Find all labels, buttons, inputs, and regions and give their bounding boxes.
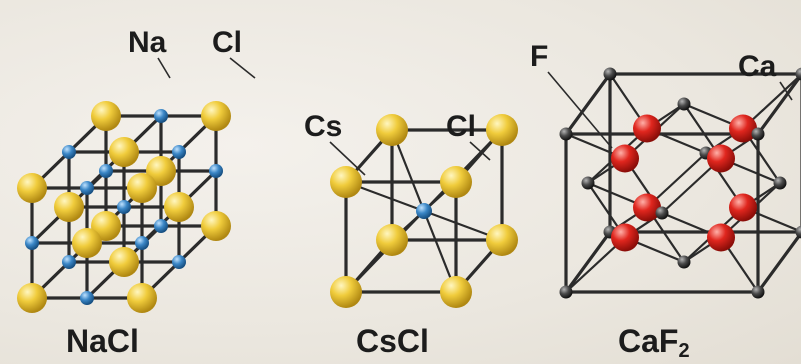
cs-pointer-line	[329, 141, 366, 176]
f-atom	[633, 114, 661, 143]
na-atom	[80, 291, 94, 305]
cl-atom-cscl	[376, 224, 408, 256]
cl-atom-nacl	[91, 101, 121, 131]
na-atom	[172, 145, 186, 159]
caf2-caption-subscript: 2	[678, 340, 689, 362]
cl-atom-cscl	[486, 224, 518, 256]
f-atom	[729, 193, 757, 222]
cl-atom-cscl	[330, 166, 362, 198]
na-pointer-line	[157, 57, 171, 79]
cl-pointer-line-cscl	[469, 141, 491, 161]
cl-atom-nacl	[127, 173, 157, 203]
ca-atom	[751, 127, 765, 141]
na-label: Na	[128, 26, 167, 59]
f-atom	[707, 144, 735, 173]
cl-atom-cscl	[486, 114, 518, 146]
cl-atom-nacl	[201, 211, 231, 241]
na-atom	[99, 164, 113, 178]
na-atom	[117, 200, 131, 214]
na-atom	[25, 236, 39, 250]
na-atom	[154, 219, 168, 233]
f-atom	[633, 193, 661, 222]
cl-atom-nacl	[54, 192, 84, 222]
cl-atom-nacl	[164, 192, 194, 222]
cl-atom-cscl	[330, 276, 362, 308]
f-atom	[611, 144, 639, 173]
na-atom	[80, 181, 94, 195]
ca-atom	[559, 285, 573, 299]
nacl-lattice	[17, 101, 231, 313]
cl-atom-nacl	[127, 283, 157, 313]
ca-atom	[677, 255, 691, 269]
ca-label: Ca	[738, 50, 777, 83]
ca-atom	[655, 206, 669, 220]
ca-atom	[773, 176, 787, 190]
cs-label: Cs	[304, 110, 342, 143]
f-label: F	[530, 40, 548, 73]
cscl-caption: CsCl	[356, 323, 429, 359]
cl-atom-nacl	[17, 173, 47, 203]
ca-atom	[677, 97, 691, 111]
cube-edge	[756, 230, 801, 294]
cl-pointer-line-nacl	[229, 57, 256, 79]
cube-edge	[564, 72, 612, 136]
cscl-lattice	[330, 114, 518, 308]
cube-edge	[756, 72, 801, 136]
cl-label-cscl: Cl	[446, 110, 476, 143]
cl-atom-nacl	[72, 228, 102, 258]
cube-edge	[564, 230, 612, 294]
cl-atom-cscl	[440, 276, 472, 308]
f-atom	[611, 223, 639, 252]
na-atom	[62, 145, 76, 159]
f-atom	[707, 223, 735, 252]
cl-atom-nacl	[17, 283, 47, 313]
cl-atom-nacl	[109, 247, 139, 277]
ca-atom	[795, 67, 801, 81]
ca-atom	[559, 127, 573, 141]
ca-atom	[795, 225, 801, 239]
na-atom	[62, 255, 76, 269]
cl-atom-nacl	[109, 137, 139, 167]
cl-label-nacl: Cl	[212, 26, 242, 59]
ca-atom	[581, 176, 595, 190]
ca-pointer-line	[779, 81, 793, 101]
caf2-caption-base: CaF	[618, 323, 678, 359]
cl-atom-cscl	[440, 166, 472, 198]
f-atom	[729, 114, 757, 143]
caf2-lattice	[559, 67, 801, 299]
na-atom	[172, 255, 186, 269]
cl-atom-cscl	[376, 114, 408, 146]
ca-atom	[751, 285, 765, 299]
na-atom	[135, 236, 149, 250]
cl-atom-nacl	[201, 101, 231, 131]
caf2-caption: CaF2	[618, 323, 690, 362]
na-atom	[209, 164, 223, 178]
nacl-caption: NaCl	[66, 323, 139, 359]
ca-atom	[603, 67, 617, 81]
na-atom	[154, 109, 168, 123]
cs-atom	[416, 203, 432, 219]
f-pointer-line	[547, 71, 613, 149]
